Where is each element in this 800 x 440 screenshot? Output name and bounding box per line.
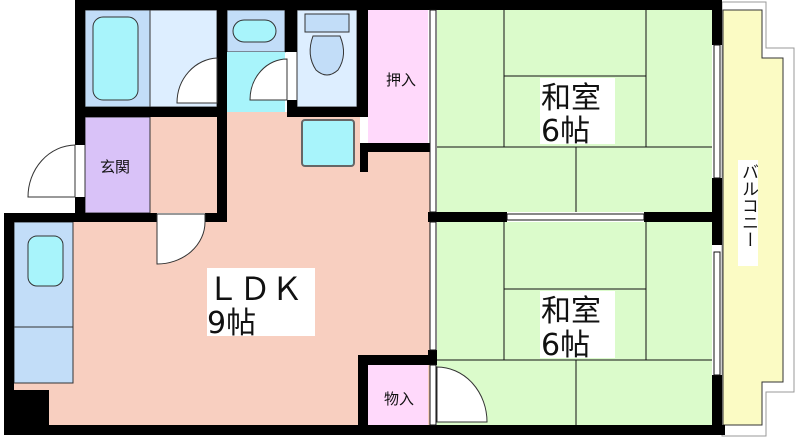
washitsu-top-label: 和室 (541, 81, 601, 116)
ldk-size: 9帖 (207, 306, 256, 341)
monoire-label: 物入 (384, 390, 414, 408)
oshiire-label: 押入 (386, 71, 416, 89)
monoire (368, 365, 428, 425)
washitsu-bottom-label: 和室 (541, 294, 601, 329)
sliding-doors (429, 9, 721, 426)
bath-door-icon (176, 57, 218, 104)
toilet-door-icon (249, 58, 288, 101)
kitchen-counter-lower (13, 326, 74, 384)
bathtub-icon (92, 16, 139, 101)
oshiire (368, 10, 428, 143)
balcony-label: バルコニー (738, 163, 758, 248)
ldk-label: ＬＤＫ (207, 270, 303, 308)
monoire-door-icon (436, 366, 488, 423)
walls (4, 0, 725, 435)
toilet-tank-icon (304, 13, 350, 33)
genkan-label: 玄関 (100, 158, 130, 176)
entrance-door-icon (27, 144, 76, 198)
washitsu-top-size: 6帖 (541, 114, 590, 149)
pillar (14, 390, 49, 425)
washitsu-bottom-size: 6帖 (541, 328, 590, 363)
tatami-lines (437, 10, 712, 425)
door-swings (27, 57, 488, 423)
genkan (84, 116, 151, 214)
toilet-bowl-icon (309, 35, 344, 76)
washbasin-icon (232, 19, 277, 43)
washing-machine-icon (301, 119, 355, 167)
ldk-door-icon (156, 213, 206, 265)
sink-icon (27, 235, 64, 287)
